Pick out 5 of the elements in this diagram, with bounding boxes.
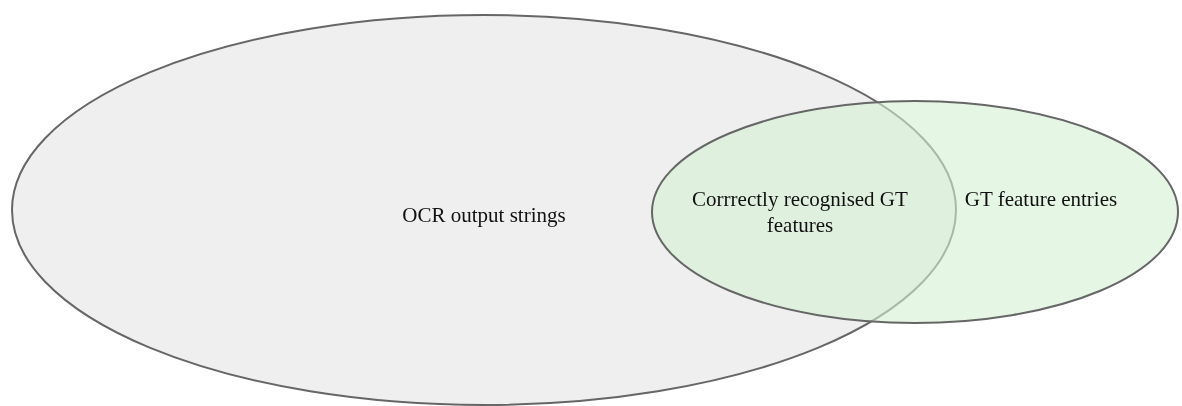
intersection-label: Corrrectly recognised GT features xyxy=(691,186,909,238)
set-label: OCR output strings xyxy=(401,202,567,228)
set-label: GT feature entries xyxy=(963,186,1119,212)
set-ellipse xyxy=(651,100,1179,324)
set-ellipse xyxy=(11,14,957,406)
